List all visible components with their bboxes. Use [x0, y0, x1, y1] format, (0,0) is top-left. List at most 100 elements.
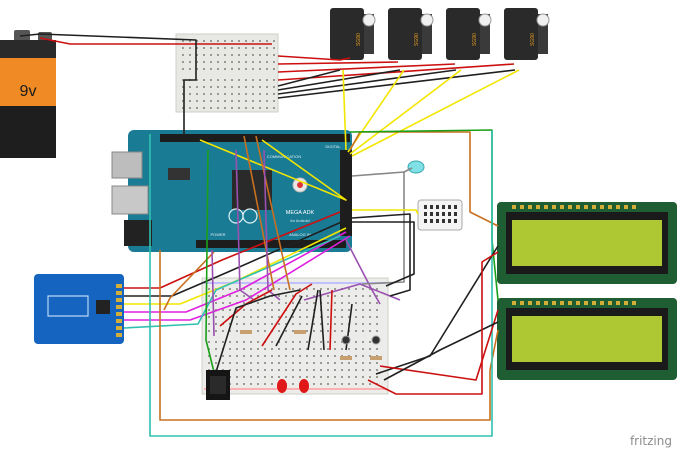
breadboard-hole — [334, 341, 336, 343]
breadboard-hole — [266, 40, 268, 42]
breadboard-hole — [334, 309, 336, 311]
breadboard-hole — [362, 330, 364, 332]
breadboard-hole — [334, 348, 336, 350]
breadboard-hole — [217, 47, 219, 49]
breadboard-hole — [236, 348, 238, 350]
breadboard-hole — [238, 47, 240, 49]
battery-cap — [0, 40, 56, 58]
breadboard-hole — [189, 61, 191, 63]
wire-servo2-red — [277, 61, 399, 65]
rfid-antenna — [47, 295, 89, 317]
breadboard-hole — [222, 309, 224, 311]
breadboard-hole — [376, 295, 378, 297]
breadboard-hole — [266, 93, 268, 95]
breadboard-hole — [285, 348, 287, 350]
lcd-pin — [528, 205, 532, 209]
wire-green-1 — [205, 149, 217, 381]
wire-purple-5 — [211, 249, 215, 337]
breadboard-hole — [306, 309, 308, 311]
wire-servo4-red — [277, 63, 515, 81]
breadboard-hole — [313, 288, 315, 290]
breadboard-hole — [264, 330, 266, 332]
rfid-pcb — [34, 274, 124, 344]
breadboard-hole — [278, 316, 280, 318]
breadboard-hole — [229, 323, 231, 325]
breadboard-hole — [271, 309, 273, 311]
breadboard-hole — [236, 316, 238, 318]
breadboard-hole — [243, 369, 245, 371]
servo-4: SG90 — [504, 8, 550, 60]
breadboard-hole — [252, 68, 254, 70]
servo-tab — [422, 14, 432, 54]
breadboard-hole — [362, 316, 364, 318]
dht-vent — [424, 205, 427, 209]
breadboard-hole — [189, 68, 191, 70]
breadboard-hole — [264, 309, 266, 311]
breadboard-hole — [341, 330, 343, 332]
breadboard-hole — [334, 295, 336, 297]
breadboard-hole — [313, 348, 315, 350]
breadboard-hole — [306, 302, 308, 304]
servo-horn — [536, 13, 550, 27]
breadboard-hole — [369, 341, 371, 343]
breadboard-hole — [222, 295, 224, 297]
breadboard-hole — [250, 316, 252, 318]
breadboard-hole — [341, 323, 343, 325]
breadboard-hole — [215, 316, 217, 318]
main-breadboard-body — [201, 277, 389, 395]
breadboard-hole — [313, 362, 315, 364]
breadboard-hole — [348, 288, 350, 290]
breadboard-hole — [278, 288, 280, 290]
breadboard-hole — [334, 362, 336, 364]
digital-header-top — [160, 134, 350, 142]
lcd-2-pins — [512, 301, 636, 305]
breadboard-components — [206, 330, 382, 400]
breadboard-hole — [292, 376, 294, 378]
breadboard-hole — [355, 383, 357, 385]
breadboard-hole — [203, 54, 205, 56]
lcd-pin — [584, 301, 588, 305]
board-analog-label: ANALOG IN — [289, 232, 311, 237]
resistor-2 — [294, 330, 306, 334]
breadboard-hole — [236, 376, 238, 378]
wire-rfid-red — [124, 211, 341, 289]
breadboard-hole — [348, 309, 350, 311]
breadboard-hole — [355, 316, 357, 318]
breadboard-hole — [273, 100, 275, 102]
breadboard-hole — [231, 54, 233, 56]
breadboard-hole — [259, 61, 261, 63]
breadboard-hole — [369, 323, 371, 325]
breadboard-hole — [259, 86, 261, 88]
dht-vent — [454, 205, 457, 209]
breadboard-hole — [355, 288, 357, 290]
servo-label: SG90 — [472, 33, 478, 46]
rfid-pin — [116, 284, 122, 288]
breadboard-hole — [210, 93, 212, 95]
breadboard-hole — [341, 316, 343, 318]
breadboard-hole — [341, 376, 343, 378]
main-breadboard — [201, 277, 389, 395]
breadboard-hole — [285, 355, 287, 357]
digital-header-right — [340, 150, 352, 236]
breadboard-hole — [250, 323, 252, 325]
breadboard-hole — [306, 369, 308, 371]
board-power-label: POWER — [210, 232, 225, 237]
breadboard-hole — [236, 355, 238, 357]
breadboard-hole — [189, 86, 191, 88]
servo-horn — [420, 13, 434, 27]
dht-vent — [436, 212, 439, 216]
breadboard-hole — [196, 40, 198, 42]
breadboard-hole — [271, 323, 273, 325]
lcd-pin — [632, 301, 636, 305]
lcd-pin — [600, 301, 604, 305]
breadboard-hole — [327, 369, 329, 371]
breadboard-hole — [292, 369, 294, 371]
breadboard-hole — [224, 61, 226, 63]
breadboard-hole — [362, 341, 364, 343]
lcd-display-1 — [497, 202, 677, 284]
breadboard-hole — [362, 383, 364, 385]
rfid-pin-header — [116, 284, 122, 337]
breadboard-hole — [273, 47, 275, 49]
breadboard-hole — [238, 93, 240, 95]
wire-servo3-black — [277, 69, 457, 95]
